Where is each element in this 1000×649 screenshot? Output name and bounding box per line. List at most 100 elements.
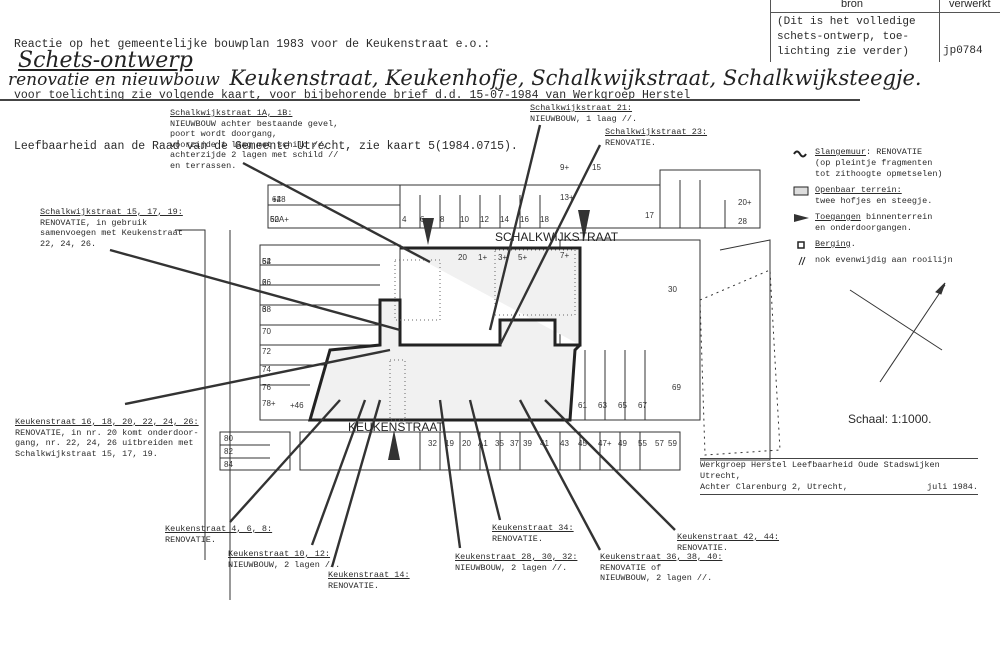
annotation-body: RENOVATIE. [328, 580, 380, 591]
leader-line [124, 348, 391, 406]
header-line: Leefbaarheid aan de Raad van de Gemeente… [14, 140, 518, 153]
annotation: Keukenstraat 4, 6, 8:RENOVATIE. [165, 524, 272, 545]
house-number: 45 [578, 439, 587, 448]
annotation: Keukenstraat 42, 44:RENOVATIE. [677, 532, 779, 553]
annotation: Keukenstraat 28, 30, 32:NIEUWBOUW, 2 lag… [455, 552, 577, 573]
house-number: 16 [520, 215, 529, 224]
leader-line [330, 399, 382, 568]
house-number: 64 [262, 257, 271, 266]
annotation: Keukenstraat 10, 12:NIEUWBOUW, 2 lagen /… [228, 549, 340, 570]
source-header: bron [841, 0, 864, 10]
legend-text: twee hofjes en steegje. [815, 196, 933, 206]
building-block [399, 184, 661, 229]
leader-line [109, 248, 401, 332]
building-block [659, 169, 761, 229]
house-number: 9+ [560, 163, 569, 172]
leader-line [229, 399, 341, 523]
house-number: 4 [402, 215, 407, 224]
house-number: +48 [272, 195, 286, 204]
legend-text: : RENOVATIE (op pleintje fragmenten tot … [815, 147, 943, 179]
house-number: 57 [655, 439, 664, 448]
annotation: Schalkwijkstraat 15, 17, 19:RENOVATIE, i… [40, 207, 183, 249]
house-number: A1 [478, 439, 488, 448]
title-places: Keukenstraat, Keukenhofje, Schalkwijkstr… [229, 66, 922, 90]
house-number: 12 [480, 215, 489, 224]
public-area [699, 269, 781, 456]
annotation-title: Keukenstraat 36, 38, 40: [600, 552, 723, 562]
house-number: 59 [668, 439, 677, 448]
north-arrow [849, 282, 946, 383]
legend-title: Berging [815, 239, 851, 249]
house-number: 10 [460, 215, 469, 224]
title-divider [0, 99, 860, 101]
house-number: 17 [645, 211, 654, 220]
annotation-title: Schalkwijkstraat 1A, 1B: [170, 108, 293, 118]
annotation: Schalkwijkstraat 21:NIEUWBOUW, 1 laag //… [530, 103, 637, 124]
annotation-title: Keukenstraat 4, 6, 8: [165, 524, 273, 534]
house-number: 62A+ [270, 215, 289, 224]
leader-line [518, 399, 602, 551]
house-number: 43 [560, 439, 569, 448]
annotation-title: Schalkwijkstraat 21: [530, 103, 633, 113]
annotation-title: Schalkwijkstraat 15, 17, 19: [40, 207, 183, 217]
annotation-body: RENOVATIE. [165, 534, 217, 545]
street-edge [700, 239, 771, 461]
legend: Slangemuur: RENOVATIE (op pleintje fragm… [793, 147, 953, 271]
annotation: Schalkwijkstraat 1A, 1B:NIEUWBOUW achter… [170, 108, 338, 171]
house-number: 19 [445, 439, 454, 448]
title-prefix: renovatie en nieuwbouw [8, 70, 220, 90]
title-line-2: renovatie en nieuwbouw Keukenstraat, Keu… [8, 66, 922, 90]
legend-item: Berging. [797, 239, 953, 250]
street-label-keukenstraat: KEUKENSTRAAT [348, 420, 444, 434]
house-number: 49 [618, 439, 627, 448]
annotation-body: NIEUWBOUW achter bestaande gevel, poort … [170, 118, 339, 171]
house-number: 18 [540, 215, 549, 224]
annotation: Keukenstraat 16, 18, 20, 22, 24, 26:RENO… [15, 417, 199, 459]
house-number: 2 [262, 278, 267, 287]
public-area [389, 249, 576, 421]
building-block [219, 431, 291, 471]
house-number: 47+ [598, 439, 612, 448]
annotation: Keukenstraat 14:RENOVATIE. [328, 570, 410, 591]
access-arrow-icon [422, 218, 434, 245]
house-number: 7+ [560, 251, 569, 260]
legend-item: Openbaar terrein: twee hofjes en steegje… [793, 185, 953, 207]
house-number: 68 [262, 305, 271, 314]
house-number: 80 [224, 434, 233, 443]
annotation-title: Keukenstraat 28, 30, 32: [455, 552, 578, 562]
source-note: (Dit is het volledige schets-ontwerp, to… [777, 16, 916, 58]
street-label-schalkwijkstraat: SCHALKWIJKSTRAAT [495, 230, 619, 244]
footer: Werkgroep Herstel Leefbaarheid Oude Stad… [700, 458, 978, 495]
house-number: 50 [270, 215, 279, 224]
building-block [299, 431, 681, 471]
annotation: Keukenstraat 34:RENOVATIE. [492, 523, 574, 544]
annotation-title: Keukenstraat 10, 12: [228, 549, 331, 559]
leader-line [544, 399, 676, 531]
house-number: 67 [638, 401, 647, 410]
house-number: 37 [510, 439, 519, 448]
house-number: 39 [523, 439, 532, 448]
annotation-body: RENOVATIE. [677, 542, 729, 553]
house-number: 55 [638, 439, 647, 448]
access-arrow-icon [578, 210, 590, 240]
house-number: 6 [420, 215, 425, 224]
footer-address: Achter Clarenburg 2, Utrecht, [700, 482, 848, 492]
header-line: Reactie op het gemeentelijke bouwplan 19… [14, 38, 491, 51]
legend-title: Slangemuur [815, 147, 867, 157]
house-number: 72 [262, 347, 271, 356]
double-slash-icon [793, 256, 809, 266]
legend-title: Openbaar terrein: [815, 185, 902, 195]
house-number: 82 [224, 447, 233, 456]
building-block [559, 239, 701, 421]
leader-lines [109, 124, 676, 568]
annotation-title: Keukenstraat 16, 18, 20, 22, 24, 26: [15, 417, 199, 427]
house-number: 1+ [478, 253, 487, 262]
house-number: 76 [262, 383, 271, 392]
house-number: 13+ [560, 193, 574, 202]
leader-line [242, 161, 431, 264]
source-box: bron verwerkt (Dit is het volledige sche… [770, 0, 1000, 62]
legend-item: Slangemuur: RENOVATIE (op pleintje fragm… [793, 147, 953, 180]
annotation-body: RENOVATIE. [492, 533, 544, 544]
house-number: 62 [272, 195, 281, 204]
